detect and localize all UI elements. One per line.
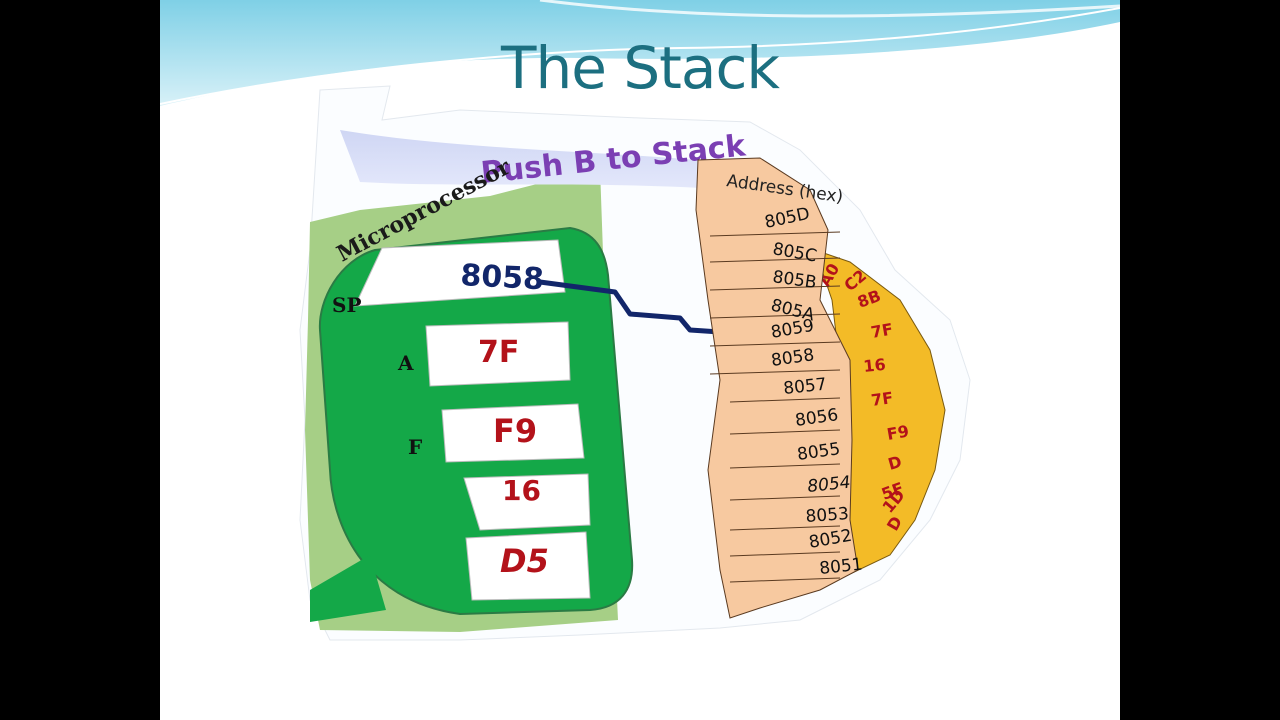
stack-diagram: Push B to Stack Microprocessor SP 8058 A…	[160, 0, 1120, 641]
memory-row-divider	[729, 495, 841, 501]
memory-content-value: 16	[862, 355, 886, 376]
memory-row-divider	[729, 577, 841, 583]
register-value-f: F9	[493, 412, 537, 450]
swoosh-line	[160, 7, 1120, 105]
banner	[340, 130, 735, 190]
sky-swoosh	[160, 0, 1120, 106]
memory-row-divider	[709, 341, 841, 347]
memory-row-divider	[729, 397, 841, 403]
memory-row-divider	[709, 231, 841, 237]
register-value-b: 16	[502, 474, 541, 507]
slide: Push B to Stack Microprocessor SP 8058 A…	[160, 0, 1120, 720]
register-value-c: D5	[500, 542, 549, 580]
memory-content-value: D	[886, 452, 904, 474]
swoosh-line-2	[539, 0, 1120, 18]
memory-row-divider	[729, 551, 841, 557]
memory-content-value: 7F	[869, 319, 894, 342]
register-f: F F9	[408, 403, 585, 463]
slide-title: The Stack	[501, 34, 780, 102]
register-sp: SP 8058	[332, 239, 566, 317]
register-c: D5	[465, 531, 591, 601]
register-label-f: F	[408, 435, 422, 459]
memory-row-divider	[709, 285, 841, 291]
green-scrap	[310, 555, 386, 622]
memory-address: 8053	[805, 504, 850, 527]
memory-row-divider	[729, 463, 841, 469]
memory-row-divider	[709, 313, 841, 319]
sp-pointer-arrow	[539, 279, 751, 337]
address-column	[695, 157, 859, 619]
memory-row-divider	[709, 369, 841, 375]
memory-address: 8054	[806, 473, 851, 497]
register-a: A 7F	[397, 321, 571, 387]
memory-row-divider	[709, 257, 841, 263]
memory-address: 8057	[782, 375, 827, 399]
register-value-a: 7F	[478, 335, 519, 370]
register-label-sp: SP	[332, 293, 361, 317]
memory-address: 8051	[818, 555, 863, 579]
memory-row-divider	[729, 429, 841, 435]
memory-content-value: F9	[885, 421, 910, 444]
memory-row-divider	[729, 525, 841, 531]
register-label-a: A	[397, 351, 414, 375]
register-b: 16	[463, 473, 591, 531]
memory-content-value: 7F	[870, 388, 894, 410]
register-value-sp: 8058	[460, 258, 545, 297]
